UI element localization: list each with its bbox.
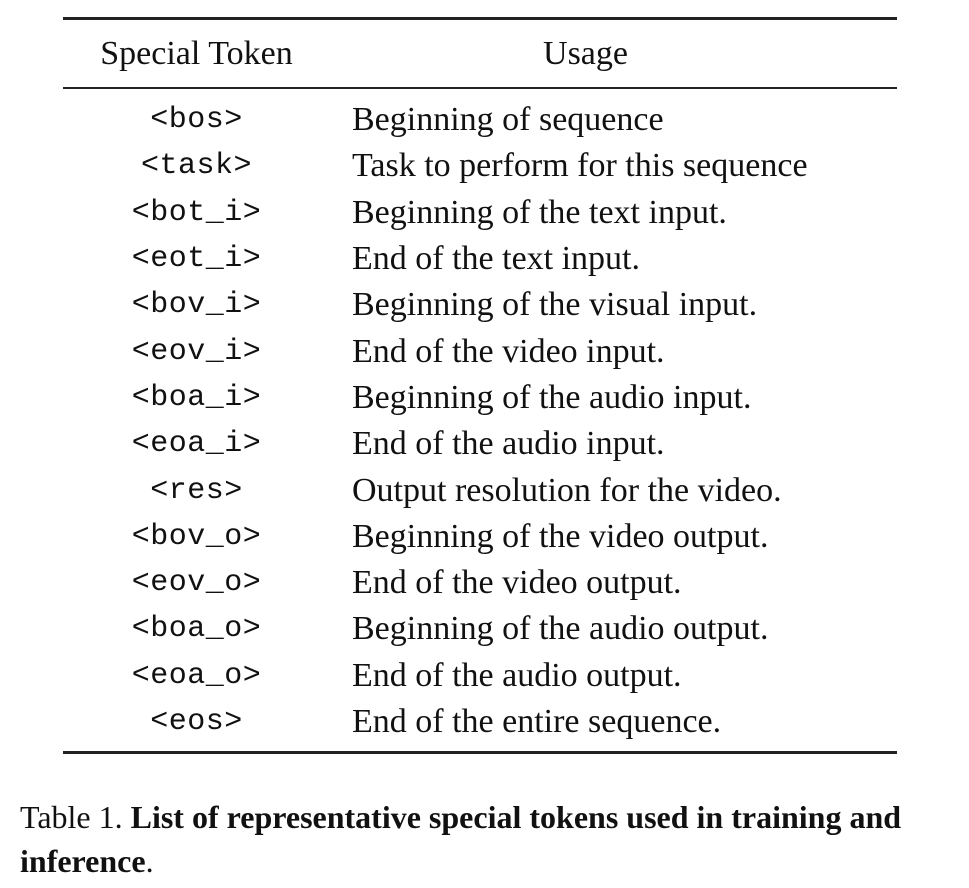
- token-cell: <eov_i>: [131, 334, 262, 369]
- token-cell: <eot_i>: [131, 242, 262, 277]
- table-row: <eoa_o> End of the audio output.: [63, 653, 897, 699]
- header-usage: Usage: [543, 34, 628, 72]
- token-cell: <eos>: [150, 705, 243, 739]
- token-cell: <eoa_o>: [131, 658, 262, 693]
- caption-end: .: [145, 843, 154, 879]
- table-row: <eoa_i> End of the audio input.: [63, 421, 897, 467]
- usage-cell: End of the audio input.: [352, 425, 665, 463]
- table-bottom-rule: [63, 751, 897, 755]
- table-row: <bov_i> Beginning of the visual input.: [63, 282, 897, 328]
- usage-cell: End of the video input.: [352, 332, 665, 370]
- table-row: <eov_i> End of the video input.: [63, 328, 897, 374]
- table-caption: Table 1. List of representative special …: [20, 795, 950, 883]
- token-cell: <bov_i>: [131, 288, 262, 323]
- usage-cell: End of the video output.: [352, 564, 682, 602]
- table-row: <boa_i> Beginning of the audio input.: [63, 375, 897, 421]
- usage-cell: Beginning of the visual input.: [352, 286, 758, 324]
- token-cell: <bot_i>: [131, 195, 262, 230]
- table-row: <eot_i> End of the text input.: [63, 236, 897, 282]
- table-body: <bos> Beginning of sequence <task> Task …: [63, 89, 897, 751]
- token-cell: <eov_o>: [131, 566, 262, 601]
- caption-label: Table 1.: [20, 799, 123, 835]
- usage-cell: Beginning of sequence: [352, 101, 664, 139]
- table-row: <eov_o> End of the video output.: [63, 560, 897, 606]
- token-cell: <res>: [150, 473, 243, 508]
- header-special-token: Special Token: [100, 34, 293, 72]
- special-tokens-table: Special Token Usage <bos> Beginning of s…: [63, 17, 897, 755]
- usage-cell: Beginning of the video output.: [352, 517, 769, 555]
- table-top-rule: [63, 17, 897, 20]
- table-row: <eos> End of the entire sequence.: [63, 699, 897, 745]
- token-cell: <eoa_i>: [131, 427, 262, 462]
- token-cell: <boa_i>: [131, 380, 262, 415]
- caption-bold-text: List of representative special tokens us…: [20, 799, 902, 879]
- usage-cell: Task to perform for this sequence: [352, 147, 808, 185]
- table-row: <bot_i> Beginning of the text input.: [63, 190, 897, 236]
- usage-cell: Beginning of the audio input.: [352, 378, 752, 416]
- usage-cell: Beginning of the text input.: [352, 193, 727, 231]
- usage-cell: Beginning of the audio output.: [352, 610, 769, 648]
- table-row: <bov_o> Beginning of the video output.: [63, 514, 897, 560]
- table-header-rule: [63, 87, 897, 89]
- usage-cell: Output resolution for the video.: [352, 471, 782, 509]
- usage-cell: End of the text input.: [352, 240, 641, 278]
- table-row: <boa_o> Beginning of the audio output.: [63, 606, 897, 652]
- token-cell: <bos>: [150, 103, 243, 138]
- table-row: <res> Output resolution for the video.: [63, 467, 897, 513]
- token-cell: <boa_o>: [131, 612, 262, 647]
- table-header-row: Special Token Usage: [63, 20, 897, 87]
- table-row: <task> Task to perform for this sequence: [63, 143, 897, 189]
- token-cell: <bov_o>: [131, 519, 262, 554]
- token-cell: <task>: [140, 149, 253, 184]
- usage-cell: End of the audio output.: [352, 656, 682, 694]
- usage-cell: End of the entire sequence.: [352, 703, 722, 740]
- table-row: <bos> Beginning of sequence: [63, 97, 897, 143]
